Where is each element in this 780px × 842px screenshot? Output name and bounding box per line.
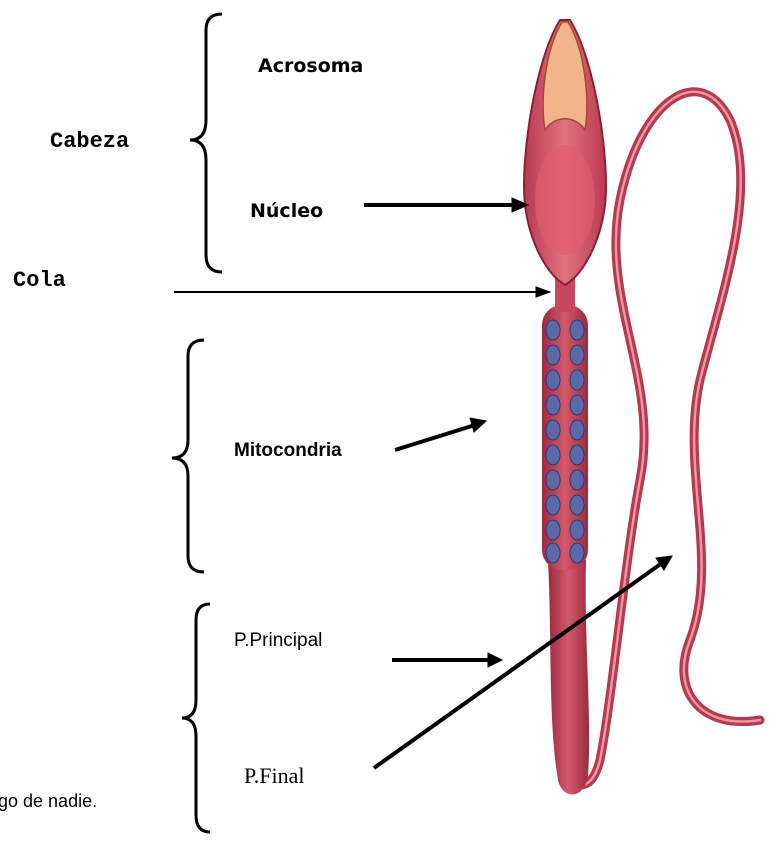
arrow-mitocondria bbox=[395, 425, 475, 450]
label-p-principal: P.Principal bbox=[234, 631, 322, 650]
label-cabeza: Cabeza bbox=[50, 131, 129, 153]
arrow-p-final bbox=[374, 563, 662, 768]
label-nucleo: Núcleo bbox=[250, 202, 323, 221]
principal-piece bbox=[548, 560, 589, 794]
nucleus-shape bbox=[535, 145, 595, 255]
label-mitocondria: Mitocondria bbox=[234, 441, 342, 460]
brace-principal bbox=[182, 604, 210, 832]
brace-mitocondria bbox=[172, 340, 204, 572]
label-cola: Cola bbox=[13, 270, 66, 292]
label-p-final: P.Final bbox=[244, 765, 305, 787]
brace-cabeza bbox=[190, 14, 222, 272]
label-acrosoma: Acrosoma bbox=[258, 57, 363, 76]
partial-text: go de nadie. bbox=[0, 792, 97, 810]
arrows bbox=[174, 198, 672, 768]
